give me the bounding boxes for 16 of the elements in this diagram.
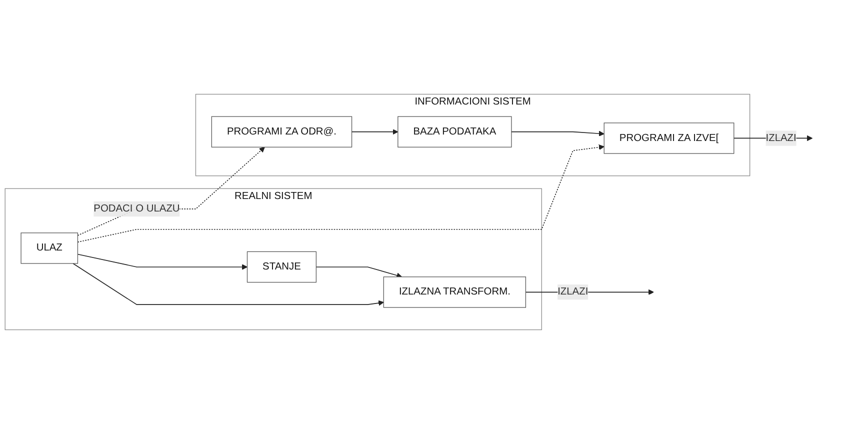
arrow (77, 146, 265, 236)
node-box: PROGRAMI ZA ODR@. (211, 116, 352, 148)
edge-label: IZLAZI (558, 286, 588, 298)
arrow (351, 129, 398, 135)
edge-label: IZLAZI (766, 132, 796, 144)
node-box: ULAZ (20, 232, 78, 264)
arrow (511, 130, 604, 136)
node-box: BAZA PODATAKA (398, 116, 512, 148)
node-box: IZLAZNA TRANSFORM. (383, 276, 526, 308)
arrow (77, 254, 248, 270)
node-box: PROGRAMI ZA IZVE[ (604, 122, 734, 154)
edge-label: PODACI O ULAZU (94, 203, 180, 214)
arrow (316, 266, 402, 278)
arrow (77, 144, 604, 242)
arrow (72, 263, 384, 306)
node-box: STANJE (246, 251, 316, 283)
